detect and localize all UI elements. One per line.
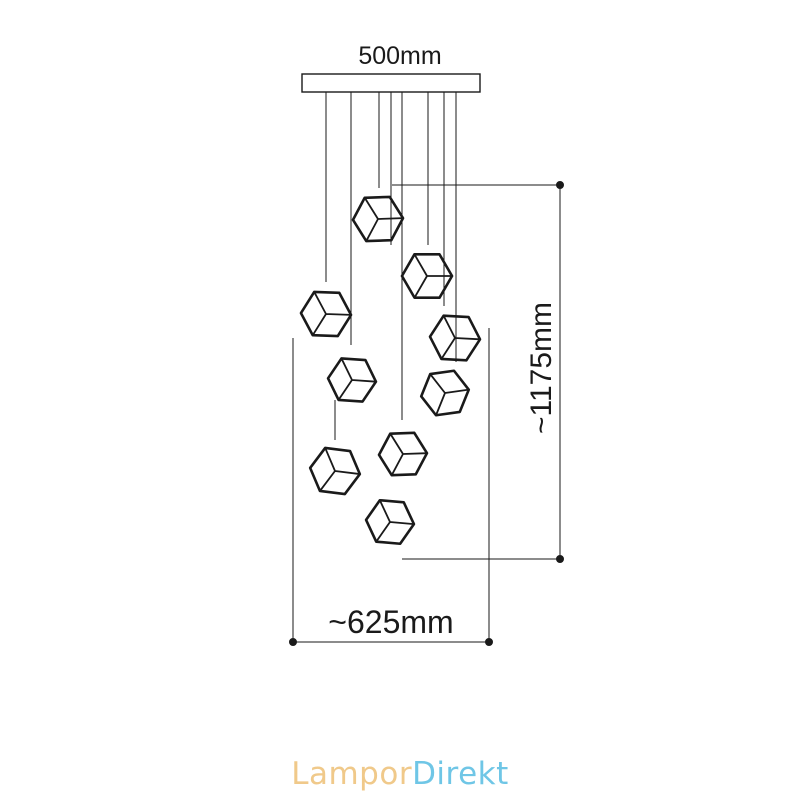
cube-shade (428, 314, 482, 362)
brand-logo: LamporDirekt (0, 756, 800, 792)
brand-name-part1: Lampor (291, 756, 413, 792)
cube-shade (377, 431, 429, 477)
total-width-label: ~625mm (328, 604, 453, 640)
ceiling-canopy (301, 73, 481, 93)
canopy-width-label: 500mm (358, 42, 441, 70)
cube-shade (351, 195, 405, 243)
total-height-label: ~1175mm (525, 302, 558, 434)
cube-shade (400, 253, 454, 299)
height-dimension (392, 181, 564, 563)
cube-shade (308, 446, 362, 496)
suspension-cables (325, 92, 457, 440)
cube-shade (419, 369, 471, 417)
brand-name-part2: Direkt (412, 756, 509, 792)
cube-shade (364, 498, 416, 546)
cube-shade (326, 357, 378, 403)
cube-shade (299, 290, 353, 338)
cube-shades (299, 195, 482, 546)
width-dimension (289, 328, 493, 646)
